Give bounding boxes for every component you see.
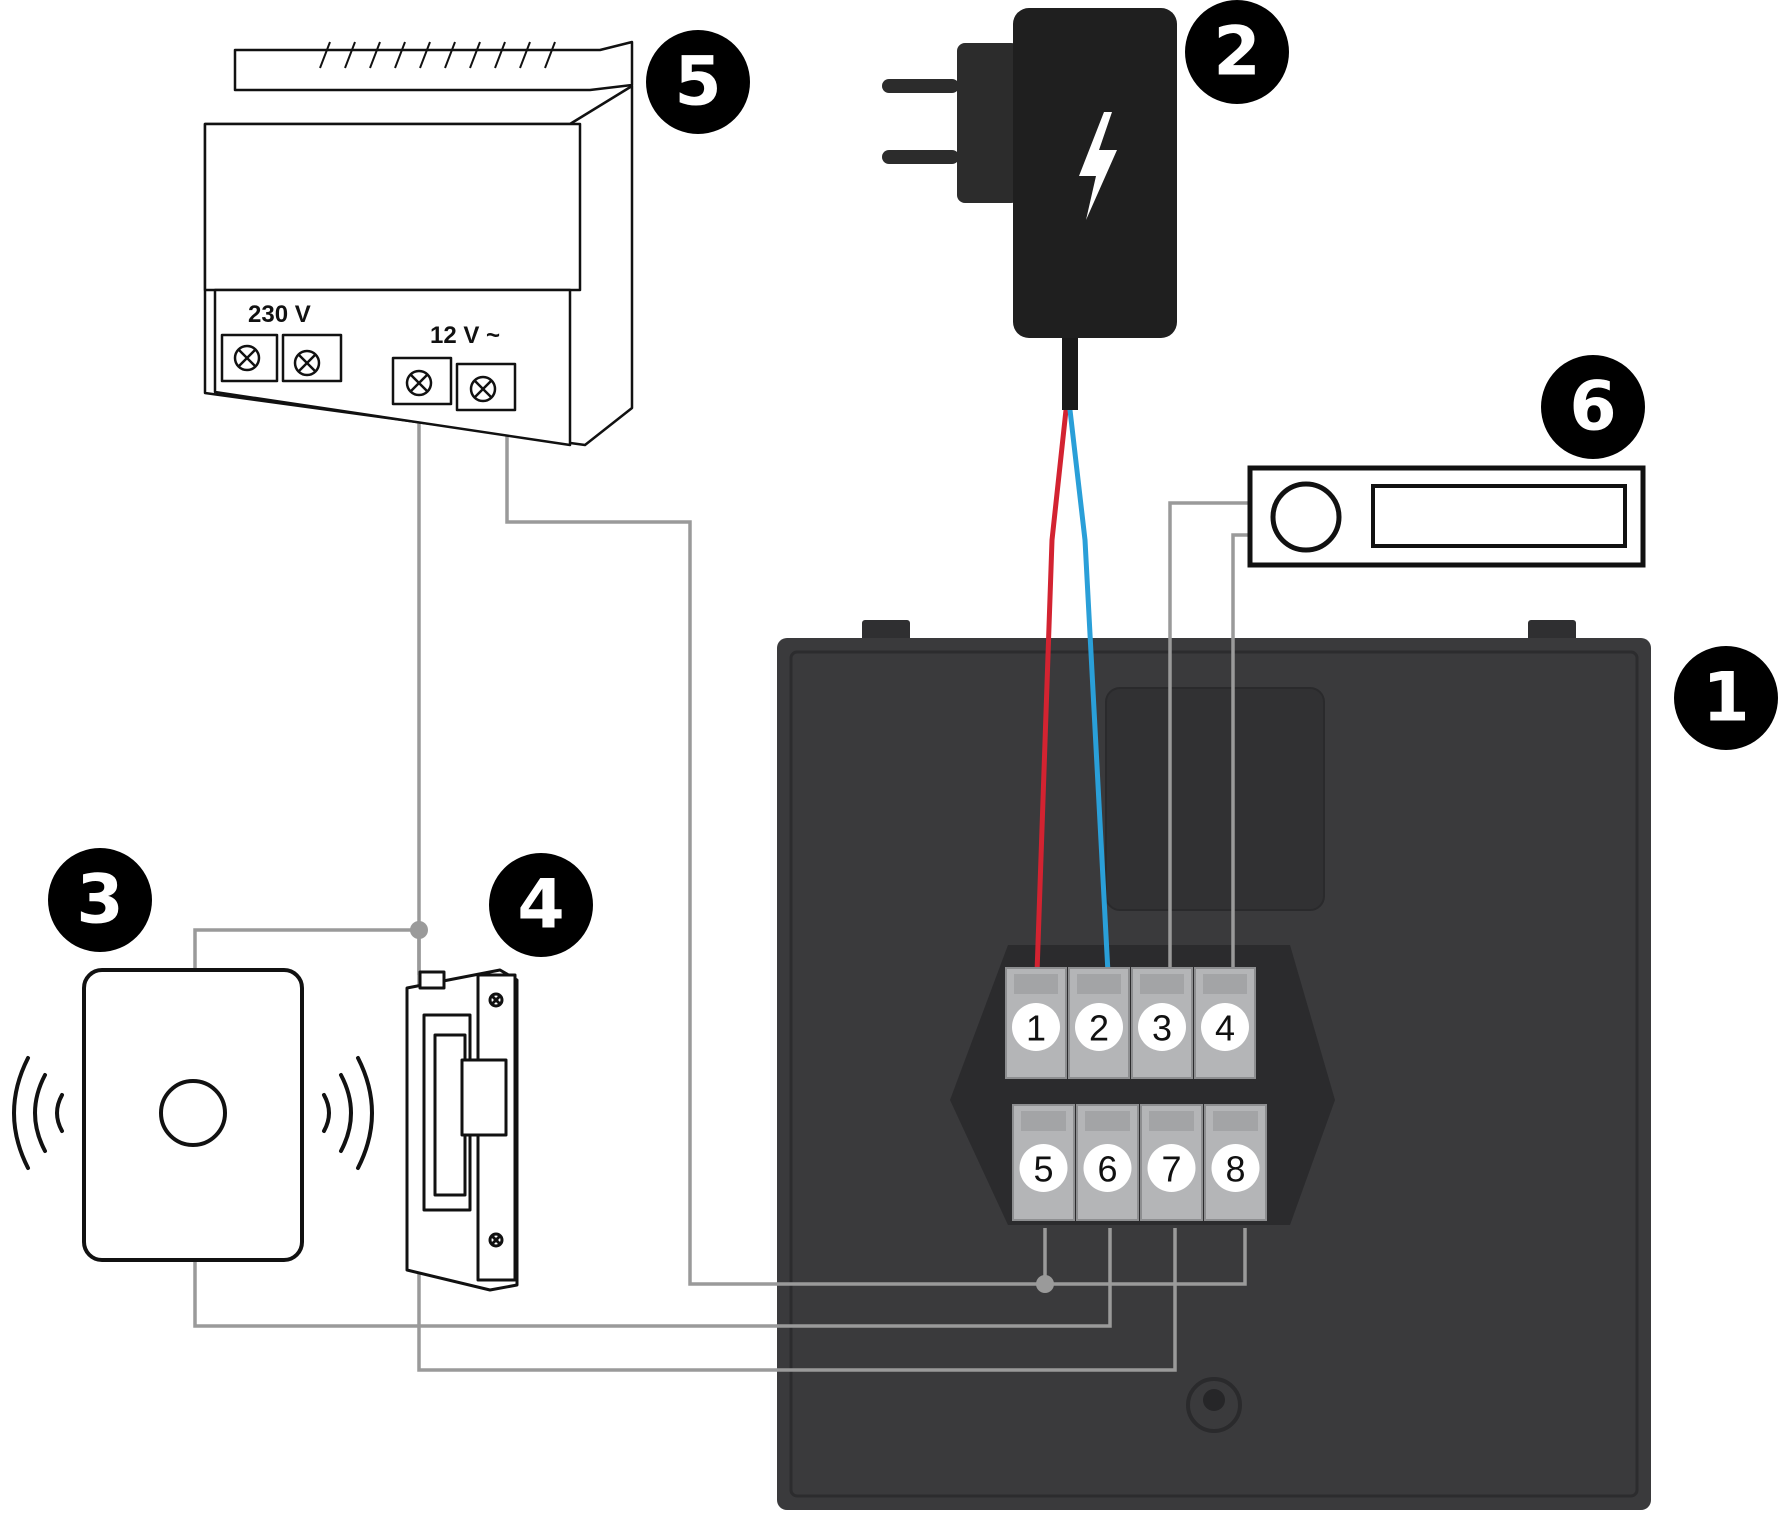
power-adapter bbox=[882, 8, 1177, 410]
wireless-waves-left-icon bbox=[12, 1056, 64, 1170]
electric-strike bbox=[405, 968, 519, 1292]
callout-number-2: 2 bbox=[1213, 13, 1260, 92]
terminal-number-badge-1 bbox=[1012, 1003, 1060, 1051]
terminal-7: 7 bbox=[1140, 1104, 1203, 1221]
adapter-plug-base bbox=[957, 43, 1019, 203]
terminal-4: 4 bbox=[1194, 967, 1256, 1079]
callout-number-6: 6 bbox=[1569, 368, 1616, 447]
rfid-reader bbox=[12, 968, 374, 1262]
terminal-label-4: 4 bbox=[1215, 1008, 1235, 1049]
callout-badge-6: 6 bbox=[1541, 355, 1645, 459]
wire-terminal-3-to-button bbox=[1168, 501, 1253, 973]
callout-number-5: 5 bbox=[674, 43, 721, 122]
terminal-label-1: 1 bbox=[1026, 1008, 1046, 1049]
terminal-3: 3 bbox=[1131, 967, 1193, 1079]
transformer-front bbox=[203, 122, 582, 292]
gray-wires bbox=[193, 384, 1253, 1372]
junction-dot-terminal-5 bbox=[1036, 1275, 1054, 1293]
terminal-blocks: 1 2 3 4 5 6 7 8 bbox=[1005, 967, 1267, 1221]
callout-circle-3 bbox=[48, 848, 152, 952]
transformer-vents bbox=[319, 41, 556, 69]
transformer bbox=[203, 40, 634, 447]
terminal-label-2: 2 bbox=[1089, 1008, 1109, 1049]
callout-circle-6 bbox=[1541, 355, 1645, 459]
wire-junction-to-reader bbox=[193, 928, 419, 970]
wire-reader-to-terminal-6 bbox=[193, 1228, 1112, 1328]
terminal-label-7: 7 bbox=[1161, 1149, 1181, 1190]
wireless-waves-right-icon bbox=[322, 1056, 374, 1170]
wire-red-to-terminal-1 bbox=[1034, 407, 1069, 976]
transformer-terminal-230-a bbox=[220, 333, 279, 383]
adapter-prong-bottom bbox=[882, 150, 959, 164]
terminal-slot-8 bbox=[1213, 1111, 1258, 1131]
adapter-wires bbox=[1034, 407, 1111, 976]
callout-number-1: 1 bbox=[1702, 659, 1749, 738]
terminal-slot-7 bbox=[1149, 1111, 1194, 1131]
terminal-number-badge-6 bbox=[1083, 1144, 1132, 1192]
terminal-number-badge-2 bbox=[1075, 1003, 1123, 1051]
terminal-number-badge-4 bbox=[1201, 1003, 1249, 1051]
callout-circle-1 bbox=[1674, 646, 1778, 750]
screw-hole-ring bbox=[1186, 1377, 1242, 1433]
callout-number-4: 4 bbox=[517, 866, 564, 945]
callout-badge-4: 4 bbox=[489, 853, 593, 957]
transformer-terminal-12-b bbox=[455, 362, 517, 412]
transformer-output-label: 12 V ~ bbox=[430, 322, 500, 349]
strike-latch-tongue bbox=[460, 1058, 508, 1137]
transformer-terminal-230-b bbox=[281, 333, 343, 383]
terminal-1: 1 bbox=[1005, 967, 1067, 1079]
adapter-cable bbox=[1062, 338, 1078, 410]
callout-circle-4 bbox=[489, 853, 593, 957]
wire-transformer-to-terminal-5 bbox=[505, 384, 1047, 1286]
wire-terminal-4-to-button bbox=[1231, 533, 1253, 973]
callout-number-3: 3 bbox=[76, 861, 123, 940]
terminal-label-8: 8 bbox=[1225, 1149, 1245, 1190]
strike-top-notch bbox=[418, 970, 446, 990]
terminal-2: 2 bbox=[1068, 967, 1130, 1079]
callout-badge-1: 1 bbox=[1674, 646, 1778, 750]
wire-transformer-strike-to-terminal-7 bbox=[417, 384, 1177, 1372]
callout-circle-5 bbox=[646, 30, 750, 134]
wire-blue-to-terminal-2 bbox=[1067, 407, 1111, 976]
adapter-prong-top bbox=[882, 79, 959, 93]
door-button-circle bbox=[1270, 481, 1342, 553]
callout-badge-5: 5 bbox=[646, 30, 750, 134]
terminal-number-badge-7 bbox=[1147, 1144, 1196, 1192]
terminal-number-badge-5 bbox=[1019, 1144, 1068, 1192]
strike-latch-inner bbox=[433, 1033, 467, 1197]
terminal-label-3: 3 bbox=[1152, 1008, 1172, 1049]
callout-badge-3: 3 bbox=[48, 848, 152, 952]
terminal-6: 6 bbox=[1076, 1104, 1139, 1221]
door-button bbox=[1247, 465, 1646, 568]
door-button-nameplate bbox=[1371, 484, 1627, 548]
terminal-slot-5 bbox=[1021, 1111, 1066, 1131]
transformer-input-label: 230 V bbox=[248, 301, 311, 328]
terminal-slot-1 bbox=[1014, 974, 1058, 994]
terminal-slot-3 bbox=[1140, 974, 1184, 994]
terminal-number-badge-3 bbox=[1138, 1003, 1186, 1051]
terminal-slot-2 bbox=[1077, 974, 1121, 994]
junction-dot-strike bbox=[410, 921, 428, 939]
reader-sensor-icon bbox=[159, 1079, 227, 1147]
terminal-label-5: 5 bbox=[1033, 1149, 1053, 1190]
housing-raised-pad bbox=[1105, 687, 1325, 911]
screw-hole bbox=[1203, 1389, 1225, 1411]
lightning-icon bbox=[1079, 112, 1117, 220]
terminal-label-6: 6 bbox=[1097, 1149, 1117, 1190]
terminal-slot-6 bbox=[1085, 1111, 1130, 1131]
callout-circle-2 bbox=[1185, 0, 1289, 104]
terminal-slot-4 bbox=[1203, 974, 1247, 994]
terminal-number-badge-8 bbox=[1211, 1144, 1260, 1192]
terminal-5: 5 bbox=[1012, 1104, 1075, 1221]
terminal-8: 8 bbox=[1204, 1104, 1267, 1221]
callout-badge-2: 2 bbox=[1185, 0, 1289, 104]
transformer-terminal-12-a bbox=[391, 356, 453, 406]
transformer-top bbox=[233, 40, 634, 92]
housing-inner-rim bbox=[789, 650, 1639, 1498]
